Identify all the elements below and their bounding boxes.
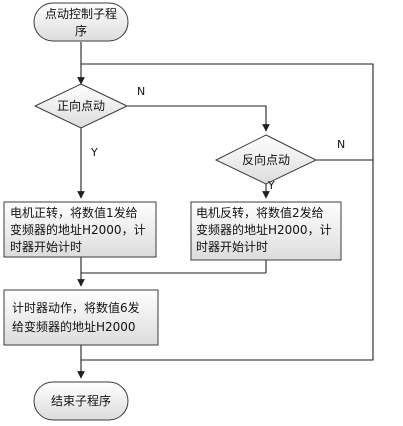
motor-reverse-line-1: 电机反转，将数值2发给 (196, 205, 324, 220)
loop-back-line (81, 63, 374, 361)
motor-forward-box: 电机正转，将数值1发给 变频器的地址H2000，计 时器开始计时 (3, 201, 157, 258)
motor-forward-line-2: 变频器的地址H2000，计 (10, 222, 146, 237)
motor-forward-line-3: 时器开始计时 (10, 240, 82, 254)
forward-decision: 正向点动 (33, 83, 129, 129)
motor-reverse-box: 电机反转，将数值2发给 变频器的地址H2000，计 时器开始计时 (190, 201, 342, 261)
start-label-line-1: 点动控制子程 (45, 6, 117, 21)
reverse-yes-label: Y (267, 179, 275, 192)
timer-action-line-2: 给变频器的地址H2000 (12, 319, 136, 334)
connectors (77, 42, 374, 379)
reverse-no-label: N (337, 138, 345, 151)
reverse-decision-label: 反向点动 (242, 152, 290, 167)
motor-forward-line-1: 电机正转，将数值1发给 (10, 205, 138, 220)
start-terminal: 点动控制子程 序 (33, 2, 129, 42)
end-terminal: 结束子程序 (33, 381, 129, 421)
motor-reverse-line-3: 时器开始计时 (196, 240, 268, 254)
timer-action-box: 计时器动作，将数值6发 给变频器的地址H2000 (3, 289, 159, 346)
motor-reverse-line-2: 变频器的地址H2000，计 (196, 222, 332, 237)
start-label-line-2: 序 (75, 23, 87, 38)
forward-decision-label: 正向点动 (57, 98, 105, 113)
forward-yes-label: Y (90, 146, 98, 159)
edge-forward-no (127, 105, 270, 132)
end-label: 结束子程序 (51, 393, 111, 408)
timer-action-line-1: 计时器动作，将数值6发 (12, 300, 140, 315)
reverse-decision: 反向点动 (214, 134, 318, 185)
forward-no-label: N (137, 85, 145, 98)
